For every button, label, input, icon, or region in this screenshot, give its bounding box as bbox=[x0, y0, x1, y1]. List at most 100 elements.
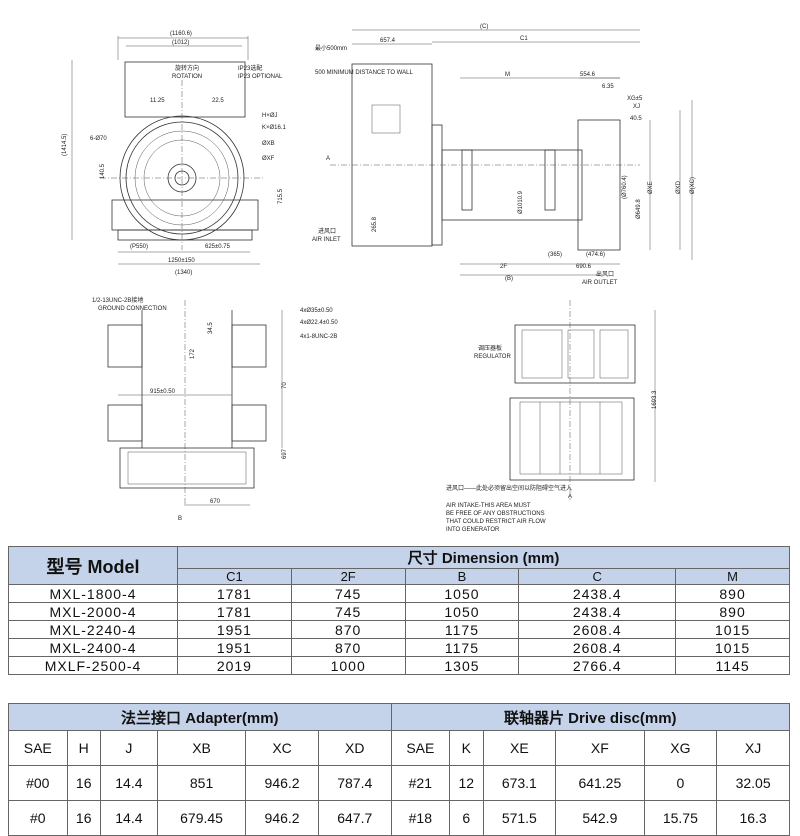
value-cell: 2608.4 bbox=[518, 638, 677, 657]
dim-2f: 2F bbox=[500, 264, 507, 270]
hole-label: 6-Ø70 bbox=[90, 136, 107, 142]
value-cell: 946.2 bbox=[245, 800, 319, 836]
top-view: 调压器板 REGULATOR 1693.3 进风口——此处必须留出空间以防阻碍空… bbox=[446, 300, 658, 533]
value-cell: 2019 bbox=[177, 656, 292, 675]
dim-625: 625±0.75 bbox=[205, 244, 231, 250]
col-xe: XE bbox=[482, 730, 557, 766]
adapter-header: 法兰接口 Adapter(mm) bbox=[8, 703, 392, 731]
air-inlet-label: AIR INLET bbox=[312, 237, 341, 243]
model-cell: MXL-2400-4 bbox=[8, 638, 178, 657]
value-cell: 946.2 bbox=[245, 765, 319, 801]
value-cell: 16 bbox=[66, 765, 101, 801]
value-cell: 1951 bbox=[177, 638, 292, 657]
value-cell: 16.3 bbox=[716, 800, 790, 836]
xe-label: ØXE bbox=[648, 181, 654, 194]
value-cell: 2766.4 bbox=[518, 656, 677, 675]
value-cell: 679.45 bbox=[156, 800, 247, 836]
value-cell: #0 bbox=[8, 800, 68, 836]
value-cell: 32.05 bbox=[716, 765, 790, 801]
value-cell: 1175 bbox=[404, 620, 520, 639]
dim-554: 554.6 bbox=[580, 72, 596, 78]
dim-760: (Ø760.4) bbox=[622, 175, 628, 199]
value-cell: #18 bbox=[390, 800, 451, 836]
dim-265: 265.8 bbox=[372, 216, 378, 232]
col-h: H bbox=[66, 730, 101, 766]
dim-1010: Ø1010.9 bbox=[518, 190, 524, 214]
regulator-cn: 调压器板 bbox=[478, 344, 502, 352]
col-b: B bbox=[404, 568, 520, 585]
dim-1250: 1250±150 bbox=[168, 258, 195, 264]
dim-1693: 1693.3 bbox=[652, 390, 658, 409]
value-cell: 890 bbox=[675, 602, 790, 621]
dim-915: 915±0.50 bbox=[150, 389, 176, 395]
col-xj: XJ bbox=[716, 730, 790, 766]
side-view: (C) C1 657.4 最小500mm 500 MINIMUM DISTANC… bbox=[312, 24, 696, 286]
dim-670: 670 bbox=[210, 499, 221, 505]
value-cell: 15.75 bbox=[643, 800, 718, 836]
value-cell: 542.9 bbox=[555, 800, 645, 836]
adapter-drive-table: 法兰接口 Adapter(mm) 联轴器片 Drive disc(mm) SAE… bbox=[8, 703, 791, 836]
air-outlet-label: AIR OUTLET bbox=[582, 280, 618, 286]
dim-b: (B) bbox=[505, 276, 513, 282]
generator-outline-drawing: (1160.6) (1012) (1414.5) 旋转方向 ROTATION I… bbox=[62, 24, 696, 533]
intake-line-2: BE FREE OF ANY OBSTRUCTIONS bbox=[446, 511, 545, 517]
ground-cn: 1/2-13UNC-2B接地 bbox=[92, 296, 143, 304]
value-cell: 12 bbox=[449, 765, 484, 801]
value-cell: 673.1 bbox=[482, 765, 557, 801]
intake-line-1: AIR INTAKE-THIS AREA MUST bbox=[446, 503, 531, 509]
col-xb: XB bbox=[156, 730, 247, 766]
rotation-cn-label: 旋转方向 bbox=[175, 64, 199, 72]
ip23-label: IP23 OPTIONAL bbox=[238, 74, 283, 80]
regulator-label: REGULATOR bbox=[474, 354, 511, 360]
col-xc: XC bbox=[245, 730, 319, 766]
table-row: MXL-2000-4 1781 745 1050 2438.4 890 bbox=[8, 602, 790, 621]
value-cell: 787.4 bbox=[317, 765, 392, 801]
table-row: MXL-2400-4 1951 870 1175 2608.4 1015 bbox=[8, 638, 790, 657]
dim-365: (365) bbox=[548, 252, 562, 258]
value-cell: 2438.4 bbox=[518, 602, 677, 621]
value-cell: 14.4 bbox=[99, 765, 158, 801]
table-row: MXL-2240-4 1951 870 1175 2608.4 1015 bbox=[8, 620, 790, 639]
min-500-cn: 最小500mm bbox=[315, 44, 347, 52]
bottom-view: 1/2-13UNC-2B接地 GROUND CONNECTION 4xØ35±0… bbox=[92, 296, 338, 522]
value-cell: 0 bbox=[643, 765, 718, 801]
value-cell: 1050 bbox=[404, 584, 520, 603]
intake-cn: 进风口——此处必须留出空间以防阻碍空气进入 bbox=[446, 484, 572, 492]
dim-c1: C1 bbox=[520, 36, 528, 42]
value-cell: 745 bbox=[290, 602, 406, 621]
value-cell: 647.7 bbox=[317, 800, 392, 836]
value-cell: 1305 bbox=[404, 656, 520, 675]
view-b-label: B bbox=[178, 516, 182, 522]
dimension-table: 型号 Model 尺寸 Dimension (mm) C1 2F B C M M… bbox=[8, 546, 790, 675]
col-m: M bbox=[675, 568, 790, 585]
p550-label: (P550) bbox=[130, 244, 148, 250]
ground-label: GROUND CONNECTION bbox=[98, 306, 167, 312]
dim-c-paren: (C) bbox=[480, 24, 488, 30]
value-cell: 2608.4 bbox=[518, 620, 677, 639]
value-cell: 1015 bbox=[675, 620, 790, 639]
dim-935: 4xØ35±0.50 bbox=[300, 308, 333, 314]
value-cell: 851 bbox=[156, 765, 247, 801]
value-cell: 2438.4 bbox=[518, 584, 677, 603]
intake-line-4: INTO GENERATOR bbox=[446, 527, 500, 533]
min-500-label: 500 MINIMUM DISTANCE TO WALL bbox=[315, 70, 413, 76]
value-cell: 745 bbox=[290, 584, 406, 603]
view-a-label: A bbox=[568, 494, 572, 500]
value-cell: 1050 bbox=[404, 602, 520, 621]
angle-1-label: 11.25 bbox=[150, 98, 165, 104]
value-cell: #21 bbox=[390, 765, 451, 801]
dim-635: 6.35 bbox=[602, 84, 614, 90]
dim-690: 690.6 bbox=[576, 264, 592, 270]
value-cell: 1781 bbox=[177, 584, 292, 603]
table-row: MXL-1800-4 1781 745 1050 2438.4 890 bbox=[8, 584, 790, 603]
dim-657: 657.4 bbox=[380, 38, 396, 44]
ip23-cn-label: IP23选配 bbox=[238, 64, 262, 72]
col-xg: XG bbox=[643, 730, 718, 766]
value-cell: 870 bbox=[290, 638, 406, 657]
value-cell: 571.5 bbox=[482, 800, 557, 836]
xd-label: ØXD bbox=[676, 180, 682, 194]
angle-2-label: 22.5 bbox=[212, 98, 224, 104]
kx16-label: K×Ø16.1 bbox=[262, 125, 287, 131]
col-c: C bbox=[518, 568, 677, 585]
value-cell: #00 bbox=[8, 765, 68, 801]
